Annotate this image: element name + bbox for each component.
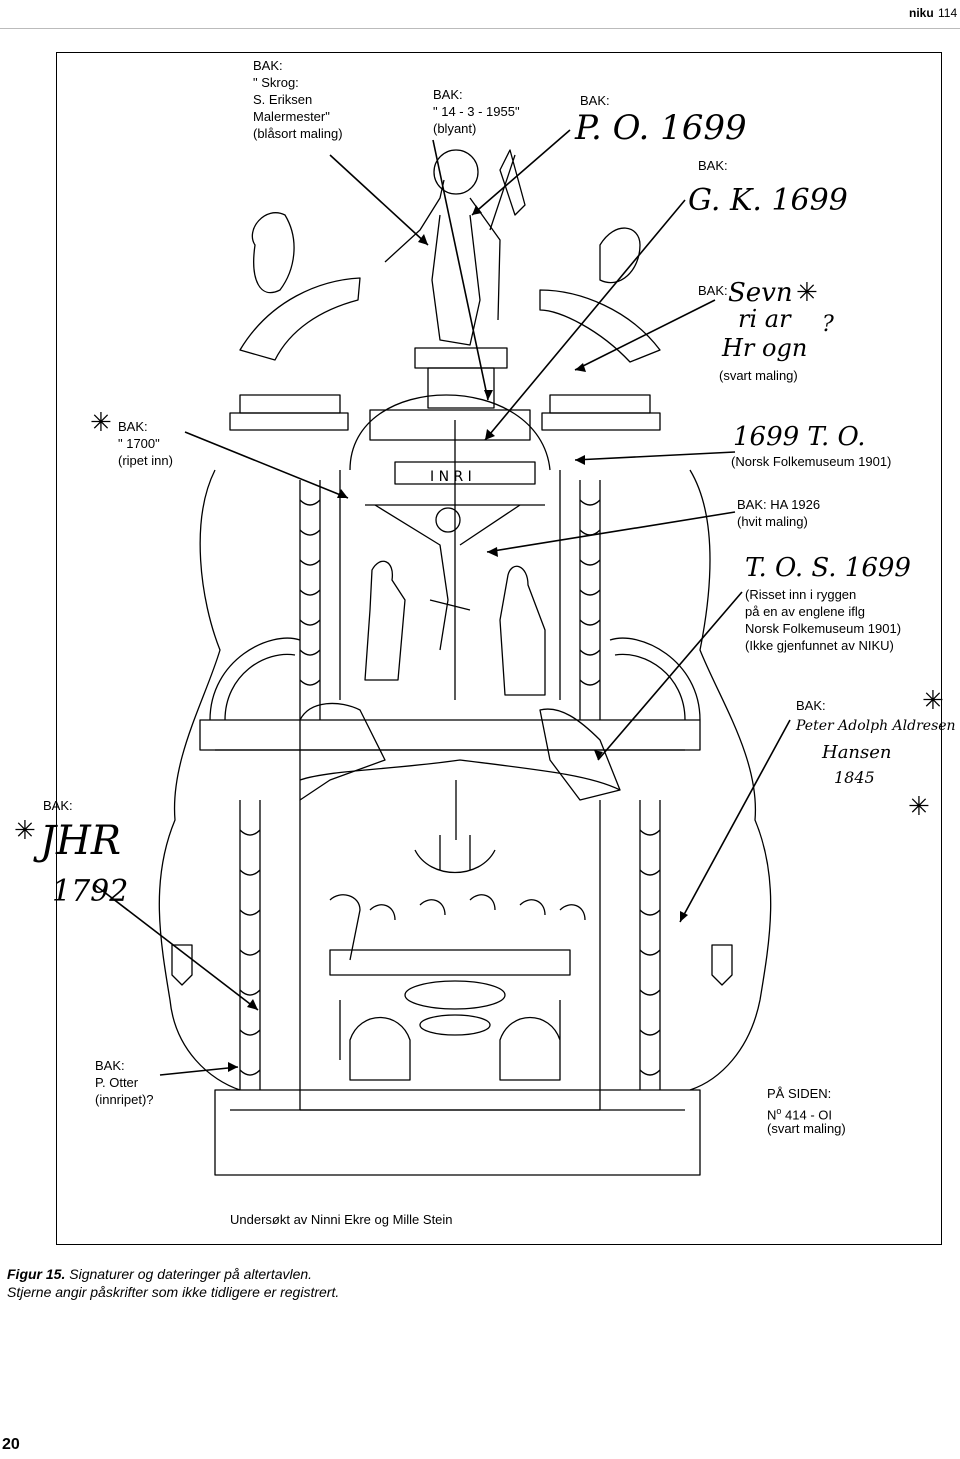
asterisk-star-icon: ✳ <box>796 278 818 308</box>
label-gk-bak: BAK: <box>698 158 728 173</box>
label-1700: BAK: " 1700" (ripet inn) <box>118 419 173 468</box>
label-otter: BAK: P. Otter (innripet)? <box>95 1058 154 1107</box>
label-siden-paint: (svart maling) <box>767 1121 846 1136</box>
handwriting-1792: 1792 <box>52 874 129 909</box>
header-brand: niku <box>909 6 934 20</box>
footer-page-number: 20 <box>2 1436 20 1453</box>
caption-note: Stjerne angir påskrifter som ikke tidlig… <box>7 1284 340 1300</box>
page-header: niku 114 <box>0 0 960 29</box>
handwriting-sevn-1: Sevn <box>728 278 793 308</box>
label-skrog: BAK: " Skrog: S. Eriksen Malermester" (b… <box>253 58 343 141</box>
handwriting-left-signature: JHR <box>40 818 122 864</box>
handwriting-1699-to: 1699 T. O. <box>733 422 866 452</box>
label-blyant: BAK: " 14 - 3 - 1955" (blyant) <box>433 87 520 136</box>
asterisk-star-icon: ✳ <box>90 408 112 438</box>
handwriting-hansen: Hansen <box>822 742 892 763</box>
handwriting-peter: Peter Adolph Aldresen <box>796 718 956 734</box>
asterisk-star-icon: ✳ <box>922 686 944 716</box>
handwriting-po-1699: P. O. 1699 <box>575 108 747 148</box>
figure-caption: Figur 15. Signaturer og dateringer på al… <box>7 1266 313 1282</box>
label-risset: (Risset inn i ryggen på en av englene if… <box>745 587 902 653</box>
siden-o: o <box>776 1106 782 1116</box>
label-siden-number: No 414 - OI <box>767 1103 832 1123</box>
handwriting-1845: 1845 <box>834 768 875 787</box>
label-peter-bak: BAK: <box>796 698 826 713</box>
label-po-bak: BAK: <box>580 93 610 108</box>
caption-title: Signaturer og dateringer på altertavlen. <box>69 1266 313 1282</box>
siden-n: N <box>767 1107 777 1123</box>
label-siden-heading: PÅ SIDEN: <box>767 1086 832 1101</box>
handwriting-tos-1699: T. O. S. 1699 <box>745 553 911 583</box>
label-svart-maling: (svart maling) <box>719 368 798 383</box>
asterisk-star-icon: ✳ <box>14 816 36 846</box>
asterisk-star-icon: ✳ <box>908 792 930 822</box>
label-norsk-1901: (Norsk Folkemuseum 1901) <box>731 454 892 469</box>
label-sevn-bak: BAK: <box>698 283 728 298</box>
handwriting-gk-1699: G. K. 1699 <box>688 183 848 218</box>
figure-frame <box>56 52 942 1245</box>
handwriting-question: ? <box>822 312 834 337</box>
label-ha-1926: BAK: HA 1926 (hvit maling) <box>737 497 821 529</box>
header-page-number: 114 <box>938 6 958 20</box>
svg-text:I N R I: I N R I <box>430 469 472 485</box>
siden-num: 414 - OI <box>781 1107 832 1123</box>
label-left-bak: BAK: <box>43 798 73 813</box>
handwriting-sevn-2: ri ar <box>738 305 791 333</box>
examined-by: Undersøkt av Ninni Ekre og Mille Stein <box>230 1212 453 1227</box>
handwriting-sevn-3: Hr ogn <box>722 334 808 362</box>
